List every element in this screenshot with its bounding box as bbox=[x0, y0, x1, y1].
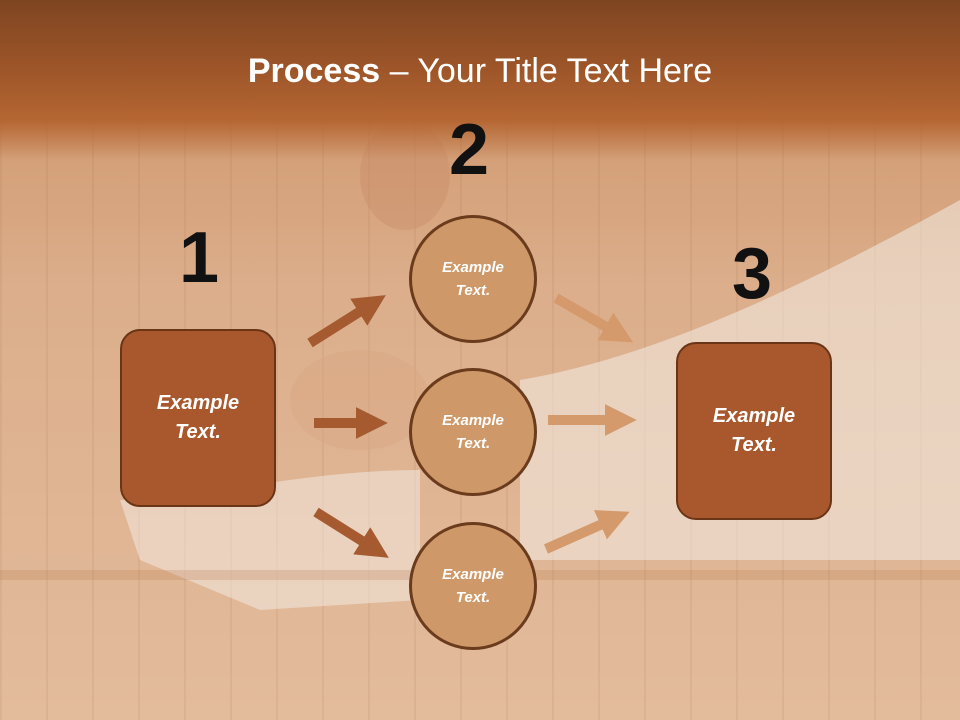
process-circle-top: Example Text. bbox=[409, 215, 537, 343]
process-circle-bottom: Example Text. bbox=[409, 522, 537, 650]
step-number-3: 3 bbox=[732, 234, 773, 314]
arrow-from-bottom-circle bbox=[543, 510, 630, 554]
circle-middle-line2: Text. bbox=[455, 435, 491, 452]
right-process-box: Example Text. bbox=[676, 342, 832, 520]
slide-title: Process – Your Title Text Here bbox=[0, 52, 960, 91]
arrow-to-bottom-circle bbox=[313, 507, 389, 558]
left-process-box: Example Text. bbox=[120, 329, 276, 507]
step-number-2: 2 bbox=[449, 110, 490, 190]
title-banner bbox=[0, 0, 960, 160]
right-box-line1: Example bbox=[712, 405, 796, 427]
circle-middle-line1: Example bbox=[442, 412, 504, 429]
circle-bottom-line1: Example bbox=[442, 566, 504, 583]
title-bold: Process bbox=[247, 52, 381, 90]
right-box-line2: Text. bbox=[731, 434, 777, 456]
circle-top-line2: Text. bbox=[455, 282, 491, 299]
circle-bottom-line2: Text. bbox=[455, 589, 491, 606]
left-box-line1: Example bbox=[156, 392, 240, 414]
step-number-1: 1 bbox=[179, 218, 220, 298]
left-box-line2: Text. bbox=[175, 421, 221, 443]
process-circle-middle: Example Text. bbox=[409, 368, 537, 496]
arrow-to-top-circle bbox=[307, 295, 386, 348]
circle-top-line1: Example bbox=[442, 259, 504, 276]
arrow-from-top-circle bbox=[553, 293, 634, 343]
title-rest: – Your Title Text Here bbox=[380, 52, 713, 90]
